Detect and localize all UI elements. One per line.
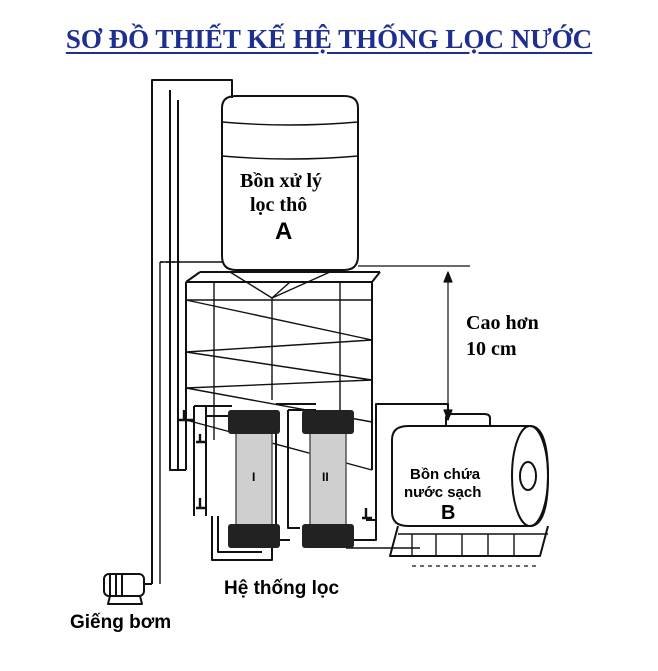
height-note-line2: 10 cm <box>466 338 517 360</box>
pump <box>103 573 152 605</box>
filter-1-label: I <box>252 470 256 484</box>
tank-a-label-line1: Bồn xử lý <box>240 170 323 192</box>
tank-a-lower-band <box>221 155 359 160</box>
filter-cartridge-1 <box>228 410 280 548</box>
tank-a-upper-band <box>221 121 359 126</box>
tower-stand <box>185 271 381 471</box>
tank-a-letter: A <box>275 218 293 245</box>
tank-a-body <box>221 95 359 271</box>
filter-cartridge-2 <box>302 410 354 548</box>
tank-a-label-line2: lọc thô <box>250 194 308 216</box>
pump-label: Giếng bơm <box>70 612 172 633</box>
tank-b-letter: B <box>441 502 456 524</box>
filter-system-label: Hệ thống lọc <box>224 578 340 599</box>
tank-b <box>389 413 549 567</box>
height-note-line1: Cao hơn <box>466 312 539 334</box>
filter-2-label: II <box>322 470 329 484</box>
valves <box>178 410 372 520</box>
inlet-pipes <box>151 79 233 584</box>
height-dimension <box>358 265 470 421</box>
tank-b-label-line1: Bồn chứa <box>410 466 481 483</box>
diagram-title: SƠ ĐỒ THIẾT KẾ HỆ THỐNG LỌC NƯỚC <box>65 24 593 54</box>
tank-b-label-line2: nước sạch <box>404 484 482 501</box>
